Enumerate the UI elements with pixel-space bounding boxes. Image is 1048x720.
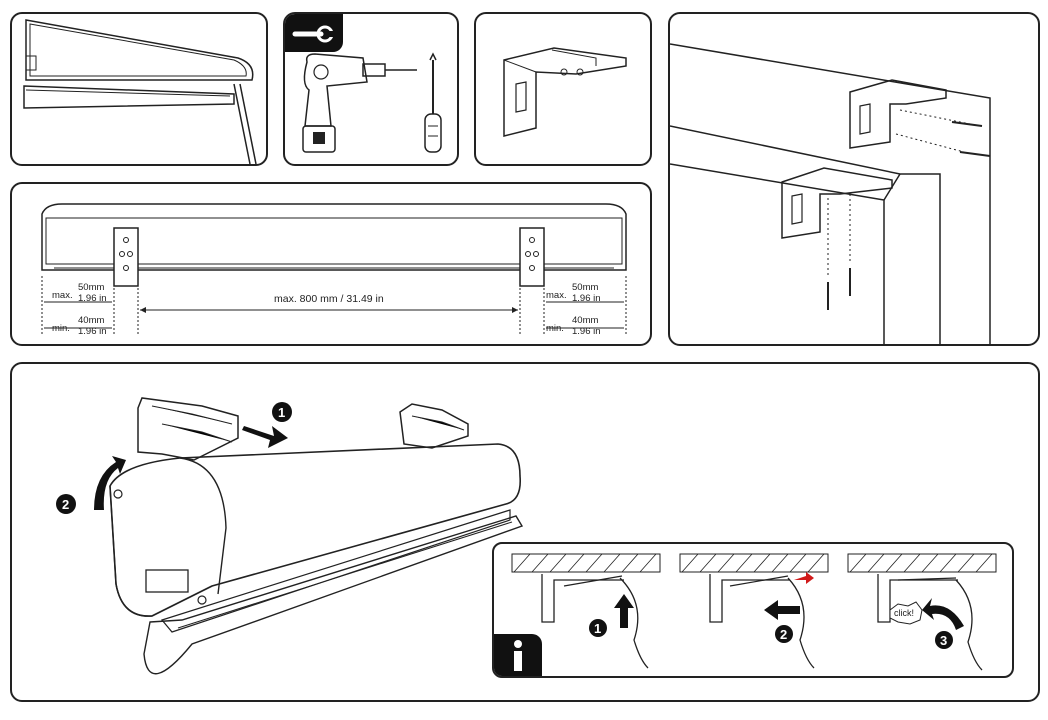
panel-tools [283,12,459,166]
drill-icon [302,53,417,153]
center-max-label: max. 800 mm / 31.49 in [274,293,384,305]
panel-dimensions: max. 50mm 1.96 in min. 40mm 1.96 in max.… [10,182,652,346]
left-min-in: 1.96 in [78,326,107,337]
right-max-in: 1.96 in [572,293,601,304]
info-step-1: 1 [511,553,661,669]
info-step-3: click! 3 [847,553,997,671]
tools-tag [285,14,343,52]
left-max-in: 1.96 in [78,293,107,304]
panel-wall-mount [668,12,1040,346]
left-bracket [113,227,139,287]
screwdriver-icon [424,52,442,153]
info-step-1-number: 1 [594,621,601,636]
blind-overview-illustration [23,19,257,164]
left-bracket-install [137,397,239,461]
info-tag [494,634,542,676]
right-min-label: min. [546,323,564,334]
lower-bracket [781,167,893,239]
left-max-label: max. [52,290,73,301]
right-min-mm: 40mm [572,315,598,326]
panel-installation: 1 2 [10,362,1040,702]
info-subpanel: 1 2 clic [492,542,1014,678]
dimension-drawing: max. 50mm 1.96 in min. 40mm 1.96 in max.… [41,203,627,337]
step-1-number: 1 [278,405,285,420]
installation-illustration: 1 2 [56,397,524,675]
info-step-3-number: 3 [940,633,947,648]
info-step-2: 2 [679,553,829,669]
right-max-label: max. [546,290,567,301]
info-icon [514,640,522,671]
step-2-marker: 2 [56,456,126,514]
red-arrow-icon [794,572,814,584]
click-in-sequence-illustration: 1 2 clic [511,553,997,671]
right-bracket-install [399,403,469,449]
left-min-mm: 40mm [78,315,104,326]
right-min-in: 1.96 in [572,326,601,337]
bracket-illustration [503,47,627,137]
right-max-mm: 50mm [572,282,598,293]
panel-bracket [474,12,652,166]
drill-and-screwdriver-illustration [302,52,442,153]
wrench-icon [292,25,335,43]
left-max-mm: 50mm [78,282,104,293]
right-bracket [519,227,545,287]
panel-blind-overview [10,12,268,166]
step-1-marker: 1 [242,402,292,448]
wall-mount-illustration [670,43,991,344]
info-step-2-number: 2 [780,627,787,642]
click-badge: click! [889,601,923,625]
roller-blind-cassette [109,443,524,675]
click-label: click! [894,608,914,618]
left-min-label: min. [52,323,70,334]
upper-bracket [849,79,947,149]
step-2-number: 2 [62,497,69,512]
